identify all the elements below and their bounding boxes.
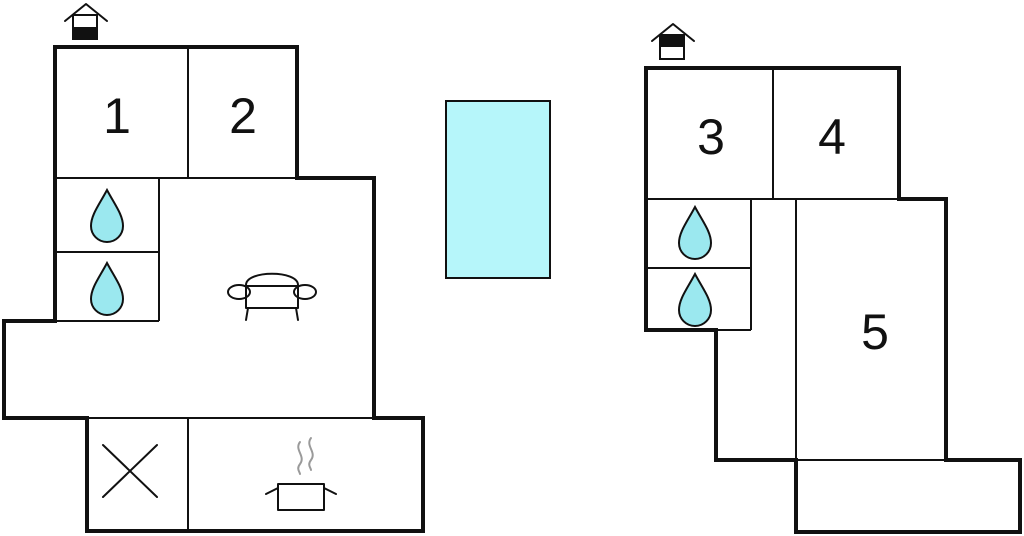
right-building: 3 4 5: [644, 23, 1022, 534]
cross-icon: [102, 444, 158, 498]
room-number-2: 2: [229, 88, 257, 144]
room-number-4: 4: [818, 109, 846, 165]
room-number-3: 3: [697, 109, 725, 165]
left-building: 1 2: [2, 3, 425, 533]
water-drop-icon: [89, 187, 125, 243]
room-number-5: 5: [861, 304, 889, 360]
house-entrance-icon: [651, 23, 695, 60]
left-building-outline: [2, 45, 425, 533]
cooking-pot-icon: [265, 437, 337, 511]
water-drop-icon: [89, 260, 125, 316]
house-entrance-icon: [64, 3, 108, 40]
room-number-1: 1: [103, 88, 131, 144]
swimming-pool: [445, 100, 551, 279]
water-drop-icon: [677, 271, 713, 327]
sofa-icon: [227, 272, 317, 321]
water-drop-icon: [677, 204, 713, 260]
